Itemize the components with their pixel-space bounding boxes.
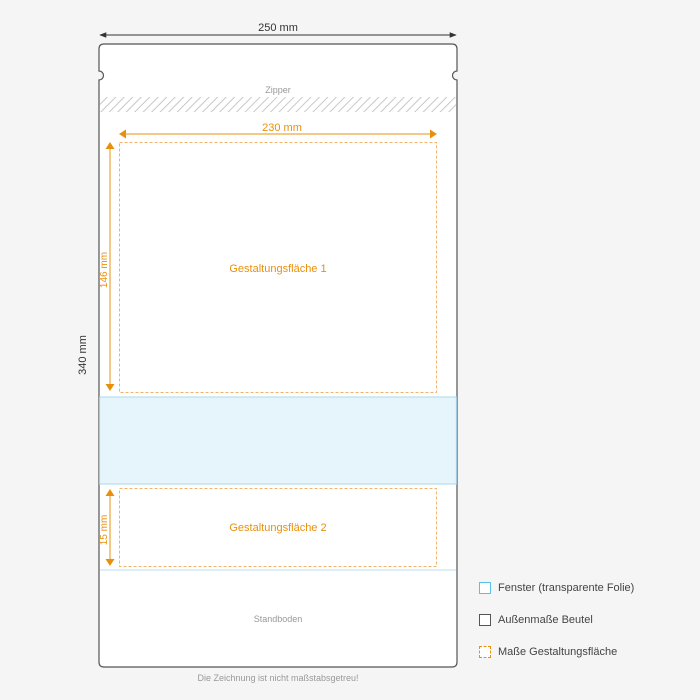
design-1-height-label: 146 mm [99,252,110,288]
scale-disclaimer: Die Zeichnung ist nicht maßstabsgetreu! [197,673,358,683]
design-1-height-arrow-top [105,142,115,149]
design-area-2-label: Gestaltungsfläche 2 [229,522,326,534]
total-width-label: 250 mm [258,22,298,34]
bag-outline [98,43,458,668]
legend-label-window: Fenster (transparente Folie) [498,582,635,594]
window-area [99,396,457,485]
design-2-height-arrow-top [105,489,115,496]
legend-item-window: Fenster (transparente Folie) [479,580,634,596]
zipper-label: Zipper [265,85,291,95]
legend-item-design-dimensions: Maße Gestaltungsfläche [479,644,634,660]
design-area-1 [119,142,437,393]
design-area-1-label: Gestaltungsfläche 1 [229,263,326,275]
bottom-gusset-label: Standboden [254,614,303,624]
legend: Fenster (transparente Folie) Außenmaße B… [479,580,634,676]
legend-item-outer-dimensions: Außenmaße Beutel [479,612,634,628]
legend-label-design-dimensions: Maße Gestaltungsfläche [498,646,618,658]
design-2-height-arrow-bottom [105,559,115,566]
design-dimensions-swatch-icon [479,646,491,658]
legend-label-outer-dimensions: Außenmaße Beutel [498,614,593,626]
window-swatch-icon [479,582,491,594]
zipper-band [100,97,456,112]
design-width-label: 230 mm [262,122,302,134]
design-2-height-label: 15 mm [99,515,110,546]
total-height-label: 340 mm [77,335,89,375]
outer-dimensions-swatch-icon [479,614,491,626]
design-area-2 [119,488,437,567]
design-width-arrow-right [430,129,437,139]
design-1-height-arrow-bottom [105,384,115,391]
design-width-arrow-left [119,129,126,139]
